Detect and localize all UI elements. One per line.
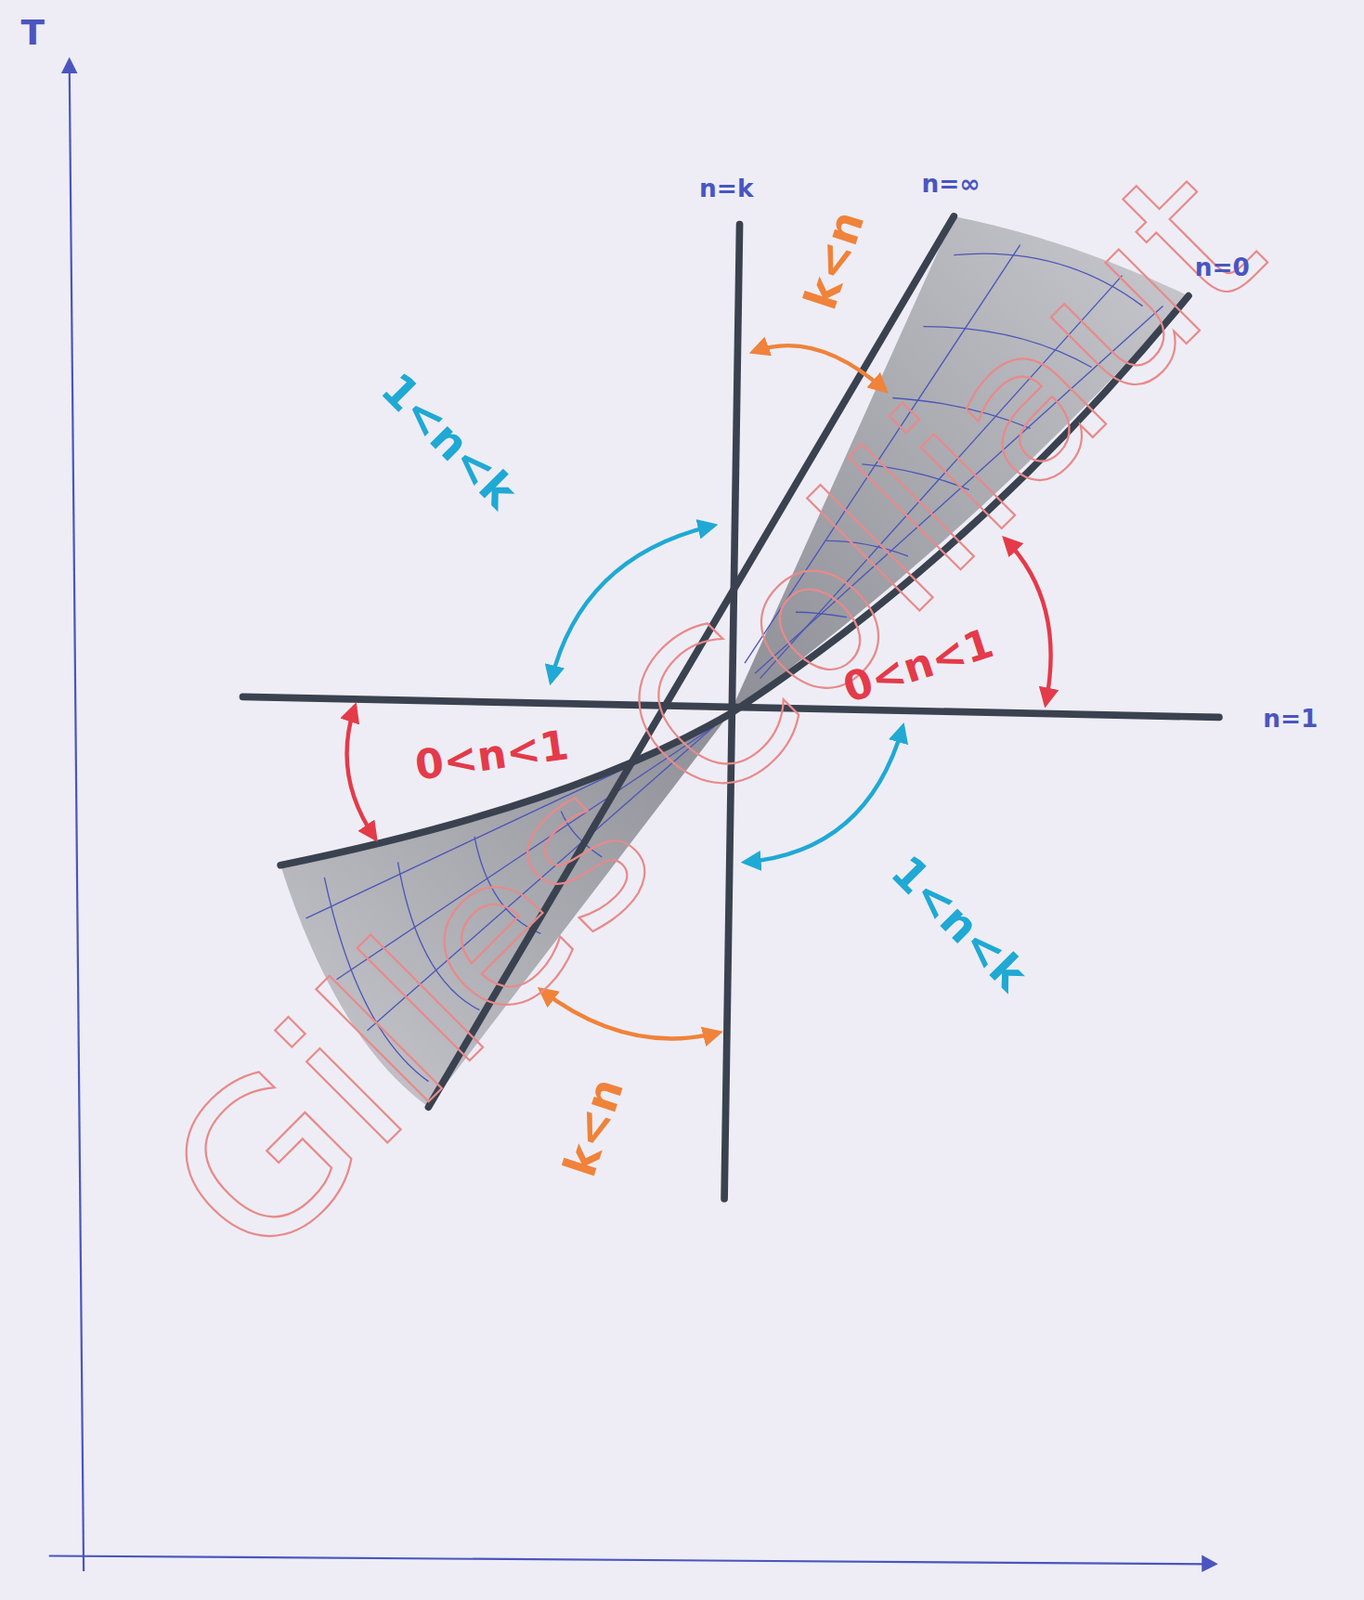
region-label: 1<n<k: [373, 364, 524, 516]
process-label: n=k: [699, 176, 754, 201]
axis-label: T: [20, 14, 44, 50]
region-label: k<n: [797, 206, 871, 315]
process-label: n=1: [1262, 706, 1318, 731]
region-label: 1<n<k: [883, 847, 1035, 999]
process-label: n=0: [1195, 255, 1250, 280]
region-label: k<n: [557, 1073, 631, 1183]
process-label: n=∞: [922, 171, 981, 196]
